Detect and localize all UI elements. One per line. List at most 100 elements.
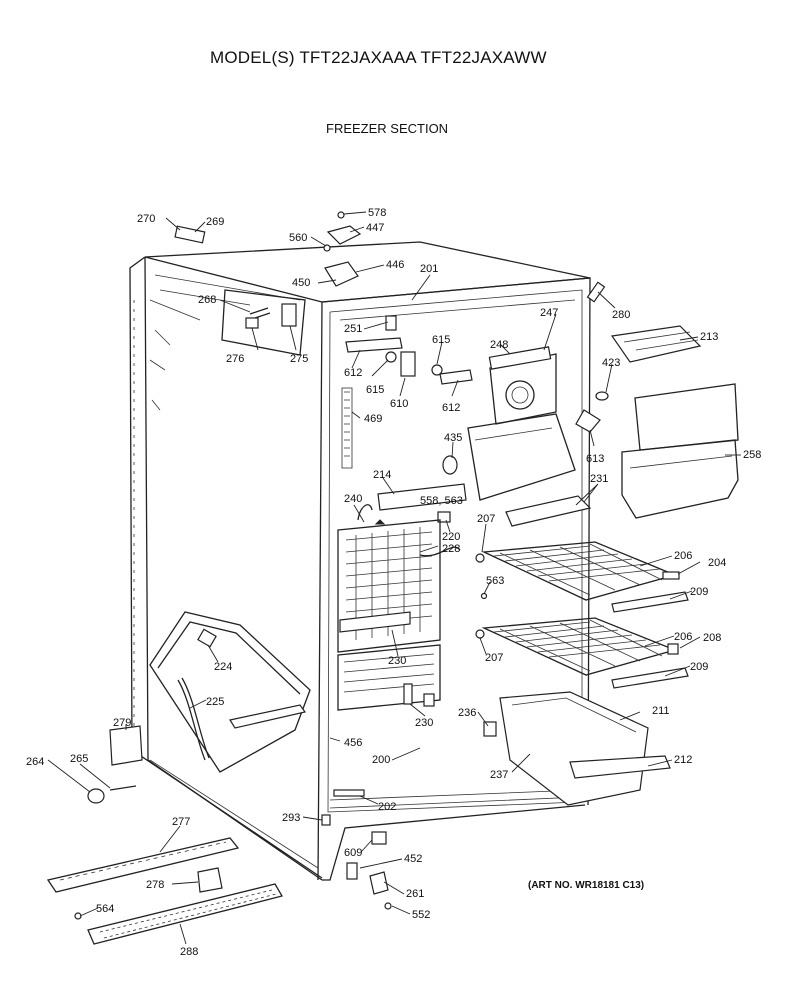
shelf-trim-209b <box>611 667 689 689</box>
callout-240: 240 <box>344 493 362 505</box>
callout-237: 237 <box>490 769 508 781</box>
callout-563: 563 <box>486 575 504 587</box>
callout-201: 201 <box>420 263 438 275</box>
bracket-279 <box>109 725 143 766</box>
roller-278 <box>197 867 223 893</box>
light-socket-610 <box>400 351 416 377</box>
callout-288: 288 <box>180 946 198 958</box>
callout-558-563: 558, 563 <box>420 495 463 507</box>
callout-200: 200 <box>372 754 390 766</box>
bottom-parts <box>46 725 392 945</box>
callout-615a: 615 <box>432 334 450 346</box>
callout-435: 435 <box>444 432 462 444</box>
bin-trim-212 <box>569 755 671 779</box>
rail-277 <box>46 837 240 893</box>
callout-612b: 612 <box>442 402 460 414</box>
callout-209a: 209 <box>690 586 708 598</box>
part-280 <box>586 281 606 303</box>
callout-275: 275 <box>290 353 308 365</box>
callout-204: 204 <box>708 557 726 569</box>
callout-251: 251 <box>344 323 362 335</box>
callout-269: 269 <box>206 216 224 228</box>
callout-613: 613 <box>586 453 604 465</box>
callout-560: 560 <box>289 232 307 244</box>
callout-224: 224 <box>214 661 232 673</box>
leader-lines <box>47 211 741 945</box>
callout-610: 610 <box>390 398 408 410</box>
callout-578: 578 <box>368 207 386 219</box>
callout-280: 280 <box>612 309 630 321</box>
callout-211: 211 <box>652 705 670 717</box>
damper-446 <box>324 261 359 287</box>
callout-446: 446 <box>386 259 404 271</box>
callout-268: 268 <box>198 294 216 306</box>
top-parts <box>174 211 606 303</box>
callout-447: 447 <box>366 222 384 234</box>
callout-279: 279 <box>113 717 131 729</box>
callout-231: 231 <box>590 473 608 485</box>
callout-213: 213 <box>700 331 718 343</box>
part-609 <box>371 831 387 845</box>
callout-277: 277 <box>172 816 190 828</box>
callout-230a: 230 <box>388 655 406 667</box>
callout-236: 236 <box>458 707 476 719</box>
callout-247: 247 <box>540 307 558 319</box>
freezer-liner <box>341 315 609 527</box>
callout-228: 228 <box>442 543 460 555</box>
callout-206b: 206 <box>674 631 692 643</box>
callout-212: 212 <box>674 754 692 766</box>
cover-447 <box>326 225 362 245</box>
evaporator-coil <box>337 504 461 711</box>
clip-261 <box>369 871 389 895</box>
callout-452: 452 <box>404 853 422 865</box>
evap-cover-248 <box>488 346 552 370</box>
callout-276: 276 <box>226 353 244 365</box>
callout-456: 456 <box>344 737 362 749</box>
ice-tray-213 <box>610 325 702 363</box>
callout-278: 278 <box>146 879 164 891</box>
control-panel-side <box>221 289 306 356</box>
ice-tray-and-bucket <box>483 325 739 806</box>
callout-265: 265 <box>70 753 88 765</box>
shelf-trim-209a <box>611 591 689 613</box>
callout-248: 248 <box>490 339 508 351</box>
callout-207a: 207 <box>477 513 495 525</box>
callout-609: 609 <box>344 847 362 859</box>
callout-225: 225 <box>206 696 224 708</box>
bin-211 <box>499 691 649 806</box>
callout-264: 264 <box>26 756 44 768</box>
callout-202: 202 <box>378 801 396 813</box>
art-number: (ART NO. WR18181 C13) <box>528 880 645 891</box>
callout-552: 552 <box>412 909 430 921</box>
callout-209b: 209 <box>690 661 708 673</box>
bracket-276 <box>245 317 259 329</box>
callout-564: 564 <box>96 903 114 915</box>
callout-206a: 206 <box>674 550 692 562</box>
callout-261: 261 <box>406 888 424 900</box>
switch-275 <box>281 303 297 327</box>
callout-469: 469 <box>364 413 382 425</box>
section-title: FREEZER SECTION <box>326 121 449 136</box>
drain-trough <box>149 611 311 773</box>
wire-shelves <box>475 541 689 689</box>
cam-435 <box>442 455 458 475</box>
callout-258: 258 <box>743 449 761 461</box>
callout-labels: 270 269 578 447 560 446 450 201 268 280 … <box>26 207 761 958</box>
callout-214: 214 <box>373 469 391 481</box>
rail-469 <box>341 387 353 469</box>
callout-207b: 207 <box>485 652 503 664</box>
callout-270: 270 <box>137 213 155 225</box>
callout-615b: 615 <box>366 384 384 396</box>
grille-288 <box>87 883 283 945</box>
callout-293: 293 <box>282 812 300 824</box>
callout-230b: 230 <box>415 717 433 729</box>
callout-450: 450 <box>292 277 310 289</box>
callout-208: 208 <box>703 632 721 644</box>
cabinet-shell <box>129 241 591 881</box>
callout-220: 220 <box>442 531 460 543</box>
callout-423: 423 <box>602 357 620 369</box>
tube-269 <box>174 225 206 244</box>
model-title: MODEL(S) TFT22JAXAAA TFT22JAXAWW <box>210 48 547 67</box>
